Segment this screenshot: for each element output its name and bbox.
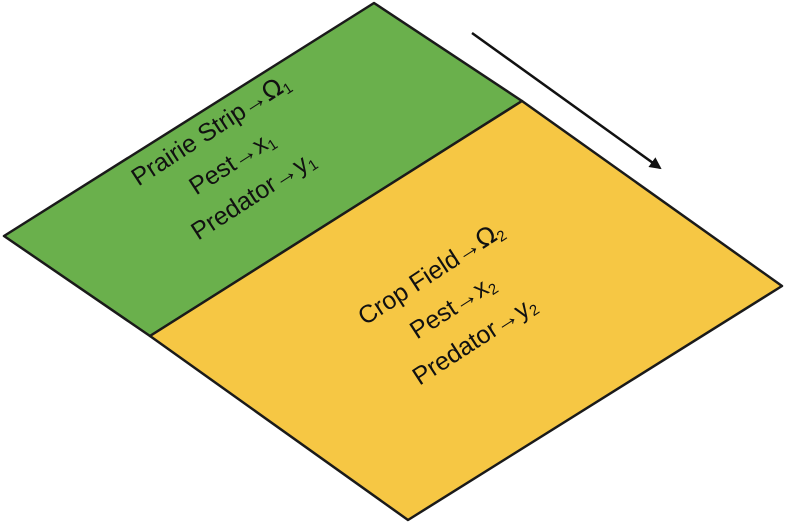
crop-field-region — [148, 99, 784, 522]
flow-direction-arrow — [471, 31, 662, 170]
